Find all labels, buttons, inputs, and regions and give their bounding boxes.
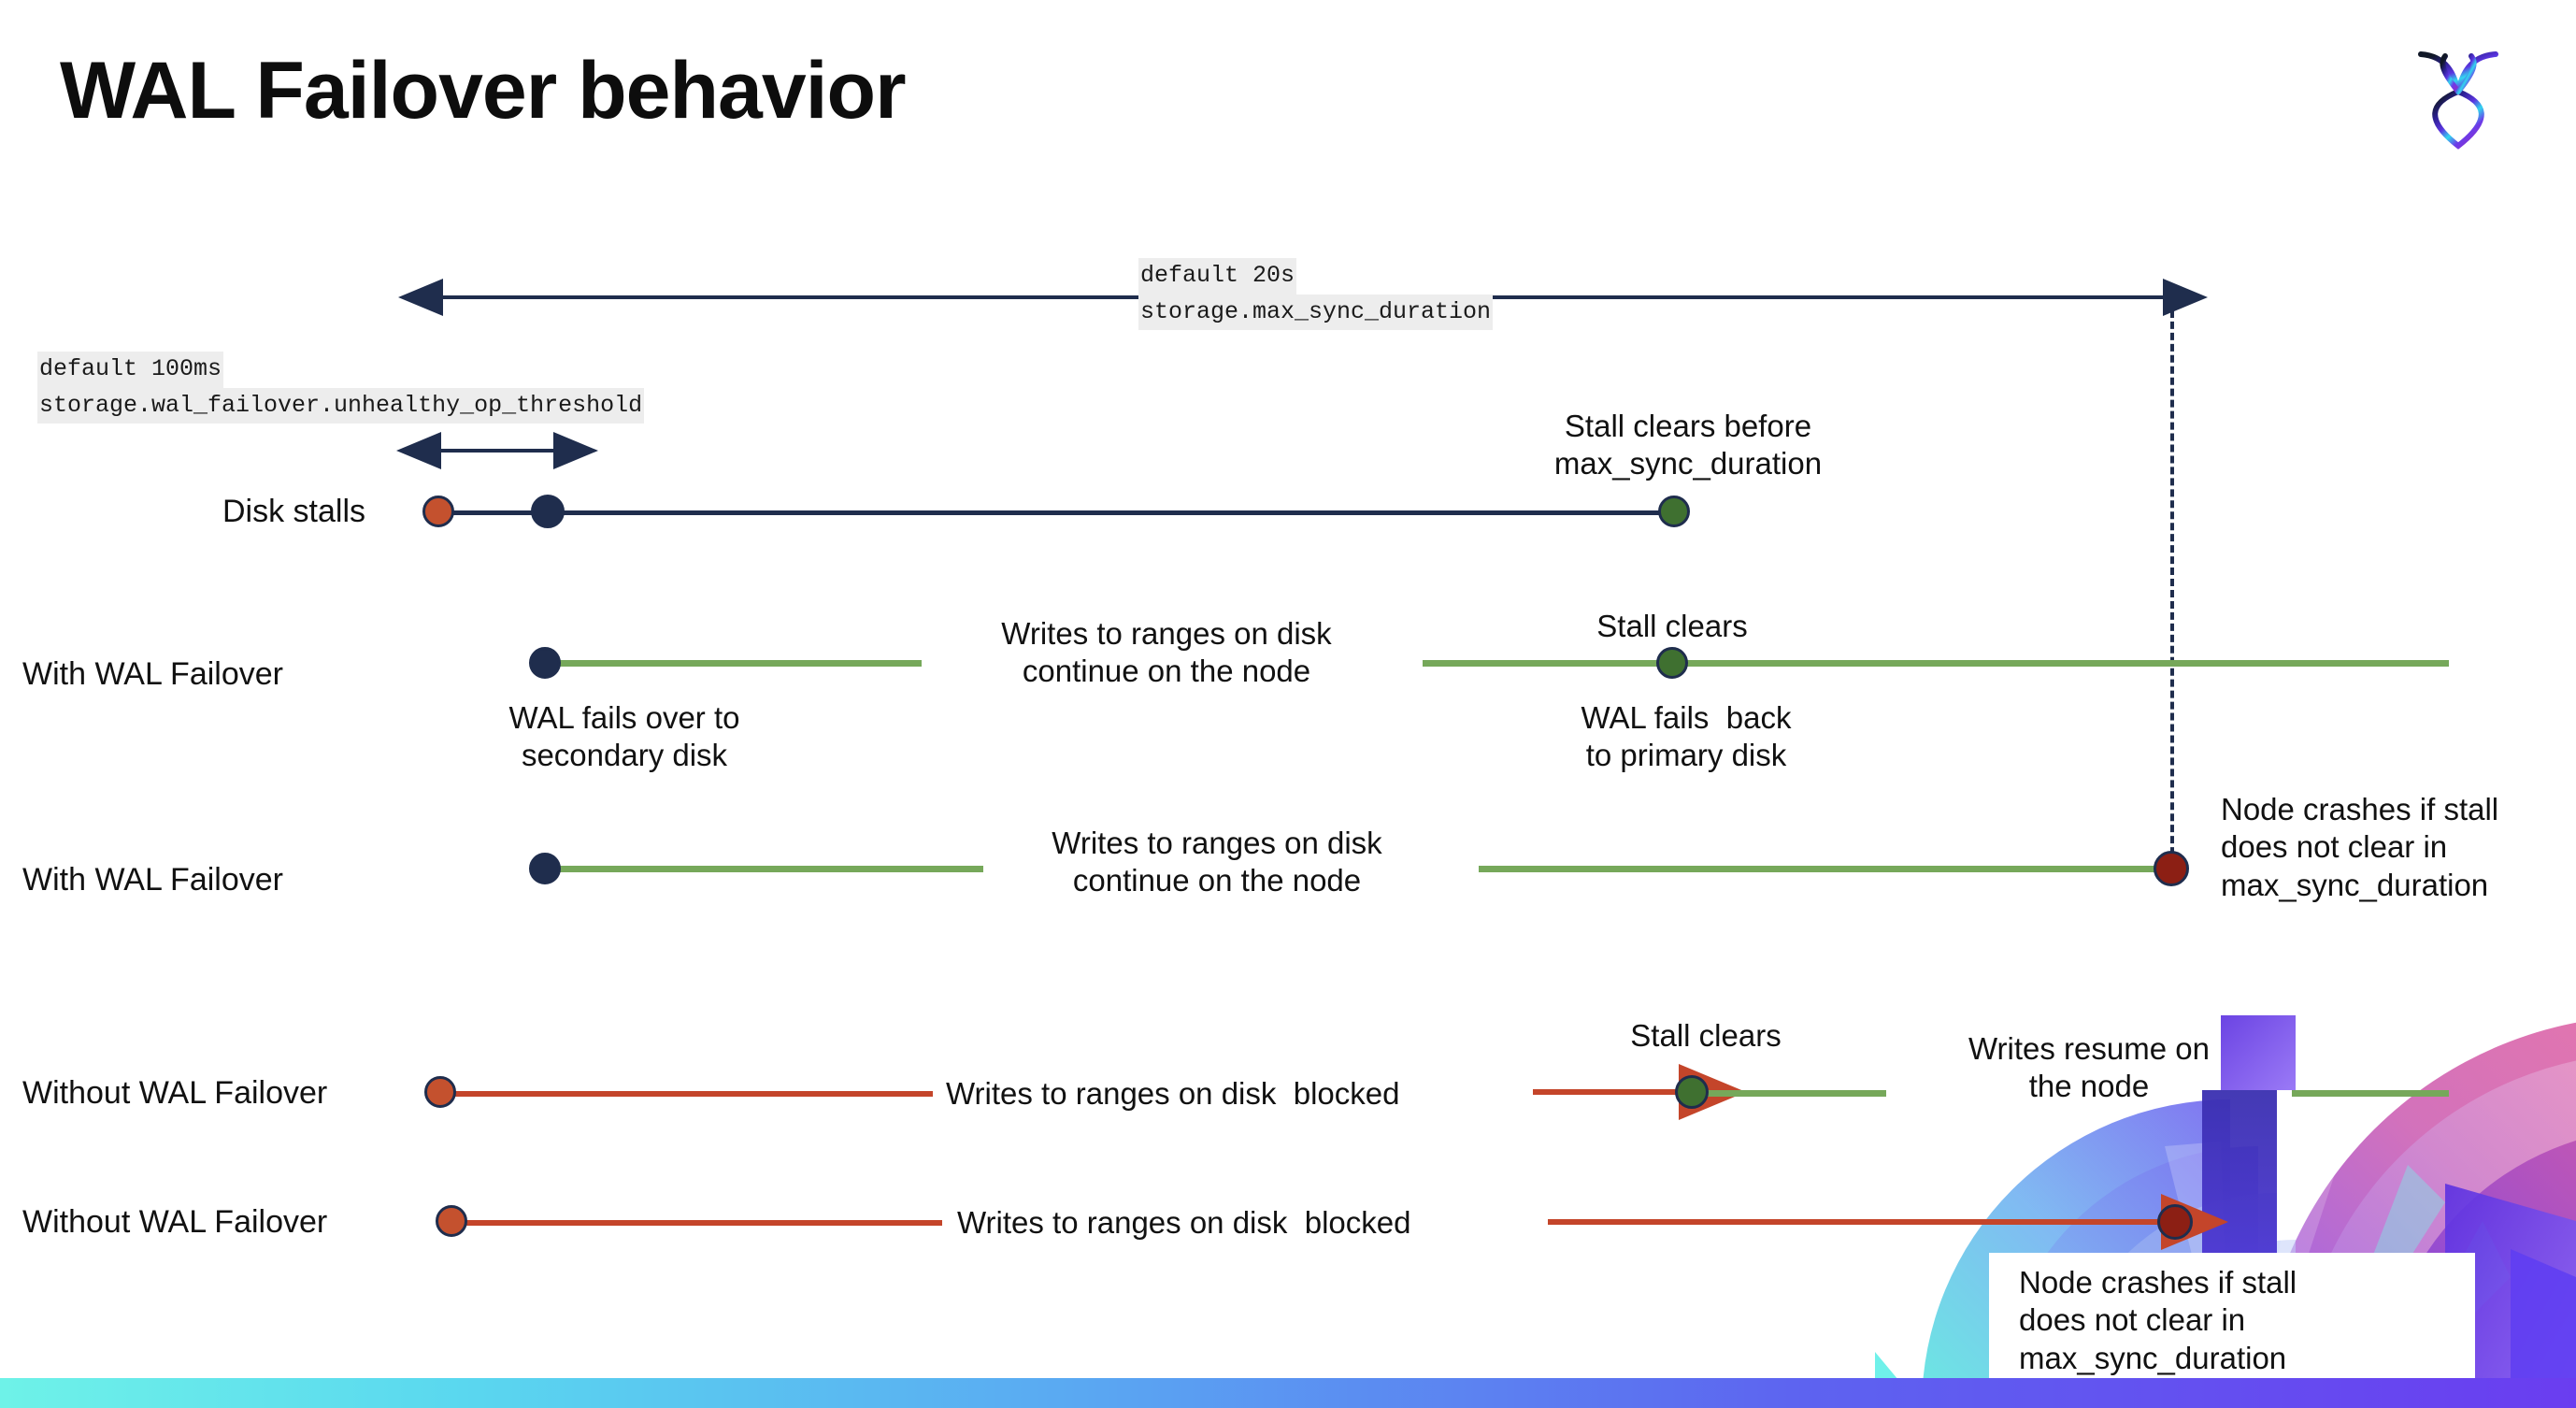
with-wal-failover-2-timeline-left xyxy=(551,866,983,872)
disk-stalls-clear-dot xyxy=(1658,496,1690,527)
note-writes-resume: Writes resume on the node xyxy=(1968,1031,2210,1104)
max-sync-duration-default: default 20s xyxy=(1138,258,1297,295)
note-stall-clears-before-max-sync: Stall clears before max_sync_duration xyxy=(1553,409,1823,481)
note-wal-fails-over: WAL fails over to secondary disk xyxy=(508,700,740,773)
row-label-with-wal-failover-1: With WAL Failover xyxy=(22,656,283,692)
max-sync-duration-setting: storage.max_sync_duration xyxy=(1138,294,1494,330)
note-writes-blocked-1: Writes to ranges on disk blocked xyxy=(946,1076,1400,1111)
bottom-gradient-bar xyxy=(0,1378,2576,1408)
unhealthy-op-threshold-setting: storage.wal_failover.unhealthy_op_thresh… xyxy=(37,387,645,424)
with-wal-failover-1-stall-clears-dot xyxy=(1656,647,1688,679)
note-stall-clears-1: Stall clears xyxy=(1596,609,1748,643)
without-wal-failover-2-crash-dot xyxy=(2157,1204,2193,1240)
note-writes-blocked-2: Writes to ranges on disk blocked xyxy=(957,1205,1411,1240)
cockroach-labs-logo-icon xyxy=(2402,34,2514,155)
with-wal-failover-2-crash-dot xyxy=(2154,851,2189,886)
note-node-crashes-2: Node crashes if stall does not clear in … xyxy=(2019,1265,2297,1375)
without-wal-failover-1-timeline-right xyxy=(2292,1090,2449,1097)
row-label-without-wal-failover-2: Without WAL Failover xyxy=(22,1204,328,1240)
note-wal-fails-back: WAL fails back to primary disk xyxy=(1581,700,1792,773)
without-wal-failover-1-timeline-mid xyxy=(1694,1090,1886,1097)
without-wal-failover-1-start-dot xyxy=(424,1076,456,1108)
unhealthy-op-threshold-default: default 100ms xyxy=(37,352,224,388)
unhealthy-op-threshold-annotation: default 100ms storage.wal_failover.unhea… xyxy=(37,352,645,424)
unhealthy-op-threshold-span-arrow xyxy=(396,432,598,469)
with-wal-failover-2-failover-dot xyxy=(529,853,561,884)
with-wal-failover-1-timeline-right xyxy=(1423,660,2449,667)
disk-stalls-start-dot xyxy=(422,496,454,527)
with-wal-failover-2-timeline-right xyxy=(1479,866,2170,872)
max-sync-duration-annotation: default 20s storage.max_sync_duration xyxy=(1138,258,1494,330)
disk-stalls-threshold-dot xyxy=(531,495,565,528)
without-wal-failover-2-blocked-arrow xyxy=(1548,1194,2228,1250)
note-node-crashes-1: Node crashes if stall does not clear in … xyxy=(2221,792,2499,902)
without-wal-failover-1-blocked-arrow xyxy=(1533,1064,1746,1120)
without-wal-failover-1-stall-clears-dot xyxy=(1675,1075,1709,1109)
row-label-without-wal-failover-1: Without WAL Failover xyxy=(22,1075,328,1111)
with-wal-failover-1-failover-dot xyxy=(529,647,561,679)
note-writes-continue-1: Writes to ranges on disk continue on the… xyxy=(1001,616,1332,689)
page-title: WAL Failover behavior xyxy=(60,46,907,136)
note-writes-continue-2: Writes to ranges on disk continue on the… xyxy=(1052,826,1382,898)
disk-stalls-timeline xyxy=(439,510,1673,515)
with-wal-failover-1-timeline-left xyxy=(551,660,922,667)
without-wal-failover-1-timeline-left xyxy=(447,1091,933,1097)
max-sync-duration-guideline xyxy=(2170,299,2174,877)
row-label-with-wal-failover-2: With WAL Failover xyxy=(22,862,283,898)
row-label-disk-stalls: Disk stalls xyxy=(222,494,366,529)
without-wal-failover-2-start-dot xyxy=(436,1205,467,1237)
without-wal-failover-2-timeline-left xyxy=(458,1220,942,1226)
note-stall-clears-2: Stall clears xyxy=(1630,1018,1782,1053)
